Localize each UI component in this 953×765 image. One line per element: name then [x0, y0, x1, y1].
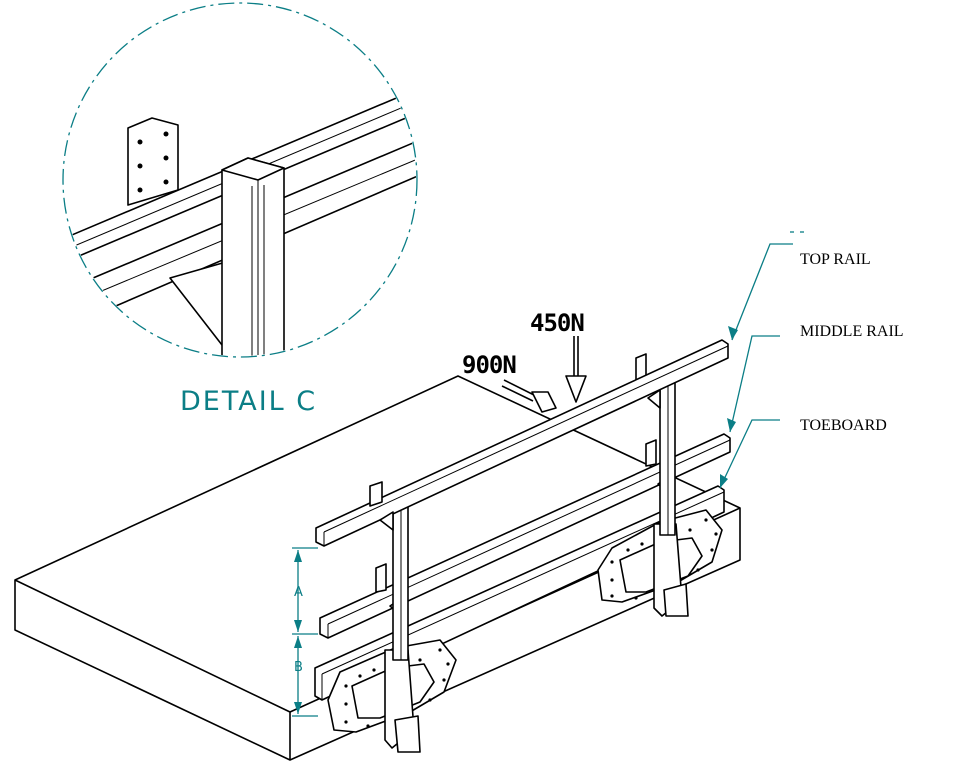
top-rail: [315, 339, 729, 547]
vertical-load-arrow: [565, 375, 587, 403]
label-middle-rail: MIDDLE RAIL: [800, 323, 904, 340]
label-top-rail: TOP RAIL: [800, 251, 871, 268]
horizontal-load-arrow: [531, 391, 557, 413]
detail-circle: [62, 2, 418, 358]
label-toeboard: TOEBOARD: [800, 417, 887, 434]
detail-title: DETAIL C: [180, 386, 317, 417]
base-clamp-front: [327, 639, 457, 753]
vertical-load-label: 450N: [530, 309, 584, 337]
dimension-a: A: [294, 585, 303, 600]
dimension-b: B: [294, 660, 303, 675]
horizontal-load-label: 900N: [462, 351, 516, 379]
detail-c-view: DETAIL C: [62, 2, 418, 417]
base-clamp-back: [597, 509, 723, 617]
height-dimensions: A B: [292, 547, 318, 717]
component-labels: TOP RAIL MIDDLE RAIL TOEBOARD: [719, 231, 904, 489]
load-arrows: 450N 900N: [462, 309, 587, 413]
